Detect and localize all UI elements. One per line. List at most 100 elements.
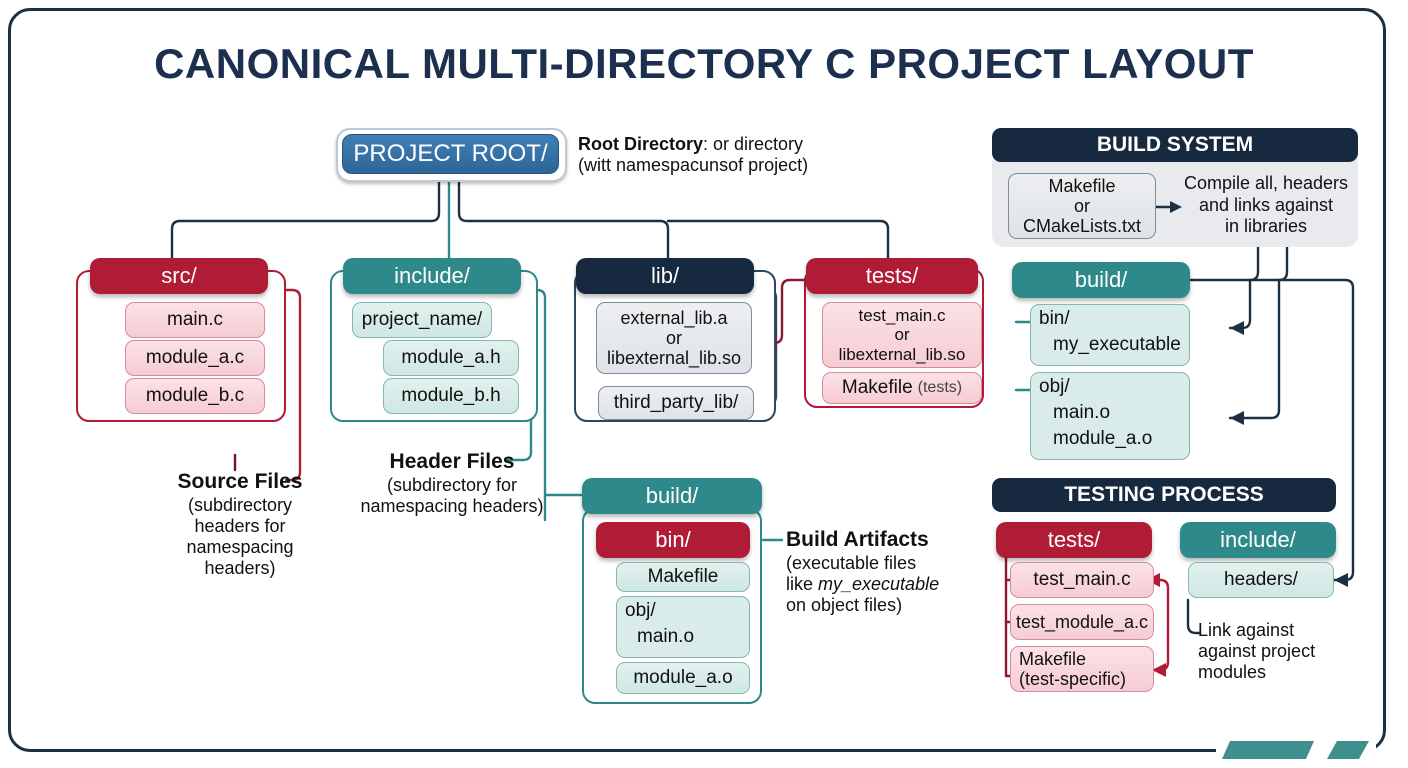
src-header-label: src/ — [161, 263, 197, 288]
build-center-item-label: module_a.o — [633, 667, 733, 688]
root-directory-note: Root Directory: or directory (witt names… — [578, 134, 838, 176]
testing-makefile-l2: (test-specific) — [1019, 669, 1127, 689]
build-center-obj-main-o: main.o — [637, 626, 695, 647]
testing-item-makefile[interactable]: Makefile (test-specific) — [1010, 646, 1154, 692]
testing-item-test-module-a-c[interactable]: test_module_a.c — [1010, 604, 1154, 640]
lib-header-label: lib/ — [650, 263, 680, 288]
root-note-bold: Root Directory — [578, 134, 704, 154]
build-system-makefile-box[interactable]: Makefile or CMakeLists.txt — [1008, 173, 1156, 239]
build-system-description: Compile all, headers and links against i… — [1176, 173, 1356, 238]
lib-header[interactable]: lib/ — [576, 258, 754, 294]
build-system-makefile-l3: CMakeLists.txt — [1022, 216, 1142, 237]
include-header[interactable]: include/ — [343, 258, 521, 294]
build-center-header-label: build/ — [645, 483, 699, 508]
source-files-note-l2: headers for — [194, 516, 286, 536]
build-system-obj-group[interactable]: obj/ main.o module_a.o — [1030, 372, 1190, 460]
build-artifacts-l2-ital: my_executable — [818, 574, 940, 594]
source-files-note-title: Source Files — [177, 470, 303, 493]
tests-makefile-paren: (tests) — [917, 379, 963, 396]
include-item-label: module_b.h — [401, 385, 501, 406]
build-system-bin-item: my_executable — [1053, 334, 1181, 355]
header-files-note-title: Header Files — [389, 450, 515, 473]
testing-process-title-label: TESTING PROCESS — [1064, 483, 1264, 506]
include-item-module-a-h[interactable]: module_a.h — [383, 340, 519, 376]
build-center-obj-label: obj/ — [625, 600, 656, 621]
build-system-bin-group[interactable]: bin/ my_executable — [1030, 304, 1190, 366]
testing-tests-label: tests/ — [1047, 527, 1101, 552]
src-item-module-b-c[interactable]: module_b.c — [125, 378, 265, 414]
lib-external-l1: external_lib.a — [620, 307, 728, 328]
build-center-item-module-a-o[interactable]: module_a.o — [616, 662, 750, 694]
include-item-project-name[interactable]: project_name/ — [352, 302, 492, 338]
testing-tests-header[interactable]: tests/ — [996, 522, 1152, 558]
compile-arrow-icon — [1156, 201, 1182, 213]
build-center-bin-label: bin/ — [655, 527, 691, 552]
source-files-note-l3: namespacing — [186, 537, 294, 558]
source-files-note-l1: (subdirectory — [187, 494, 293, 515]
build-artifacts-title: Build Artifacts — [786, 528, 929, 551]
src-item-module-a-c[interactable]: module_a.c — [125, 340, 265, 376]
include-item-module-b-h[interactable]: module_b.h — [383, 378, 519, 414]
root-note-rest: : or directory — [703, 134, 804, 154]
include-item-label: project_name/ — [361, 309, 483, 330]
lib-external-l3: libexternal_lib.so — [606, 348, 742, 369]
build-system-obj-main-o: main.o — [1053, 402, 1111, 423]
testing-include-header[interactable]: include/ — [1180, 522, 1336, 558]
corner-accent-large — [1222, 741, 1314, 759]
build-center-header[interactable]: build/ — [582, 478, 762, 514]
src-item-label: main.c — [167, 309, 223, 330]
build-system-title-label: BUILD SYSTEM — [1096, 133, 1254, 156]
build-system-obj-label: obj/ — [1039, 376, 1070, 397]
src-item-label: module_b.c — [145, 385, 245, 406]
build-system-obj-module-a-o: module_a.o — [1053, 428, 1153, 449]
build-center-item-makefile[interactable]: Makefile — [616, 562, 750, 592]
tests-item-test-main[interactable]: test_main.c or libexternal_lib.so — [822, 302, 982, 368]
header-files-note-l2: namespacing headers) — [360, 496, 544, 516]
header-files-note-l1: (subdirectory for — [386, 474, 518, 495]
build-system-desc-l1: Compile all, headers — [1183, 173, 1349, 193]
link-against-note: Link against against project modules — [1198, 620, 1358, 684]
build-system-bin-label: bin/ — [1039, 308, 1070, 329]
testing-item-test-main-c[interactable]: test_main.c — [1010, 562, 1154, 598]
tests-test-main-l2: or — [894, 325, 910, 345]
build-center-item-label: Makefile — [647, 566, 719, 587]
include-item-label: module_a.h — [401, 347, 501, 368]
build-center-bin[interactable]: bin/ — [596, 522, 750, 558]
tests-item-makefile[interactable]: Makefile (tests) — [822, 372, 982, 404]
testing-process-title: TESTING PROCESS — [992, 478, 1336, 512]
src-item-main-c[interactable]: main.c — [125, 302, 265, 338]
build-artifacts-l3: on object files) — [786, 595, 903, 616]
build-center-item-obj[interactable]: obj/ main.o — [616, 596, 750, 658]
build-system-desc-l3: in libraries — [1224, 216, 1308, 237]
build-system-desc-l2: and links against — [1198, 194, 1334, 215]
testing-item-label: test_module_a.c — [1015, 611, 1149, 632]
tests-header[interactable]: tests/ — [806, 258, 978, 294]
lib-third-party-label: third_party_lib/ — [613, 392, 739, 413]
build-system-title: BUILD SYSTEM — [992, 128, 1358, 162]
testing-item-headers[interactable]: headers/ — [1188, 562, 1334, 598]
lib-item-external-lib[interactable]: external_lib.a or libexternal_lib.so — [596, 302, 752, 374]
src-item-label: module_a.c — [145, 347, 245, 368]
src-header[interactable]: src/ — [90, 258, 268, 294]
build-artifacts-note: Build Artifacts (executable files like m… — [786, 528, 986, 616]
include-header-label: include/ — [394, 263, 470, 288]
corner-accent-small — [1327, 741, 1369, 759]
project-root-label: PROJECT ROOT/ — [353, 140, 548, 167]
build-system-build-header[interactable]: build/ — [1012, 262, 1190, 298]
build-system-build-label: build/ — [1074, 267, 1128, 292]
header-files-note: Header Files (subdirectory for namespaci… — [327, 450, 577, 517]
testing-headers-label: headers/ — [1224, 569, 1298, 590]
build-artifacts-l2-pre: like — [786, 574, 819, 594]
source-files-note-l4: headers) — [204, 558, 276, 579]
build-system-makefile-l2: or — [1073, 195, 1090, 216]
tests-test-main-l1: test_main.c — [858, 306, 946, 326]
lib-item-third-party[interactable]: third_party_lib/ — [598, 386, 754, 420]
link-against-l3: modules — [1198, 662, 1267, 683]
source-files-note: Source Files (subdirectory headers for n… — [145, 470, 335, 580]
lib-external-l2: or — [665, 327, 682, 348]
build-system-makefile-l1: Makefile — [1048, 175, 1116, 196]
project-root-node[interactable]: PROJECT ROOT/ — [342, 134, 559, 174]
testing-makefile-l1: Makefile — [1019, 648, 1087, 669]
testing-include-label: include/ — [1220, 527, 1296, 552]
